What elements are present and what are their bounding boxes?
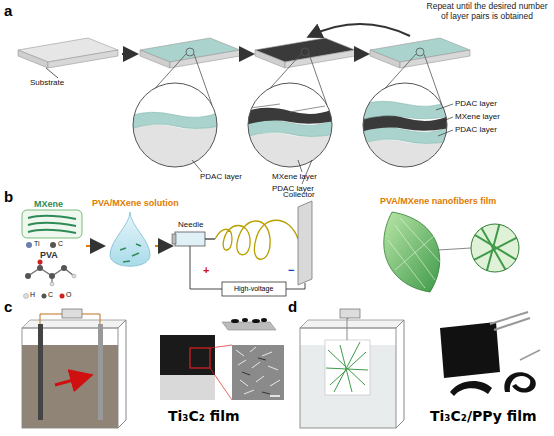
panel-letter: d (288, 298, 297, 315)
layer-label: PDAC layer (455, 125, 497, 134)
atom-label: C (48, 291, 53, 299)
supply-label: High-voltage (233, 285, 274, 293)
polarity-sign: − (288, 264, 294, 277)
atom-label: C (58, 240, 63, 248)
layer-label: PDAC layer (455, 99, 497, 108)
layer-label: MXene layer (272, 172, 317, 181)
material-label: MXene (34, 199, 63, 209)
layer-label: PDAC layer (200, 172, 242, 181)
film-label: Ti₃C₂/PPy film (430, 408, 537, 424)
film-label: Ti₃C₂ film (168, 408, 240, 424)
atom-label: H (30, 291, 35, 299)
polarity-sign: + (203, 264, 209, 277)
material-label: PVA (40, 250, 58, 260)
atom-label: Ti (34, 240, 40, 248)
part-label: Collector (283, 190, 315, 199)
panel-letter: b (4, 188, 13, 205)
part-label: Substrate (30, 78, 64, 87)
film-label: PVA/MXene nanofibers film (380, 196, 496, 206)
layer-label: MXene layer (455, 112, 500, 121)
panel-letter: a (4, 2, 12, 19)
part-label: Needle (178, 220, 203, 229)
panel-letter: c (4, 298, 12, 315)
atom-label: O (66, 291, 71, 299)
repeat-note: Repeat until the desired number of layer… (426, 2, 548, 22)
solution-label: PVA/MXene solution (92, 198, 179, 208)
